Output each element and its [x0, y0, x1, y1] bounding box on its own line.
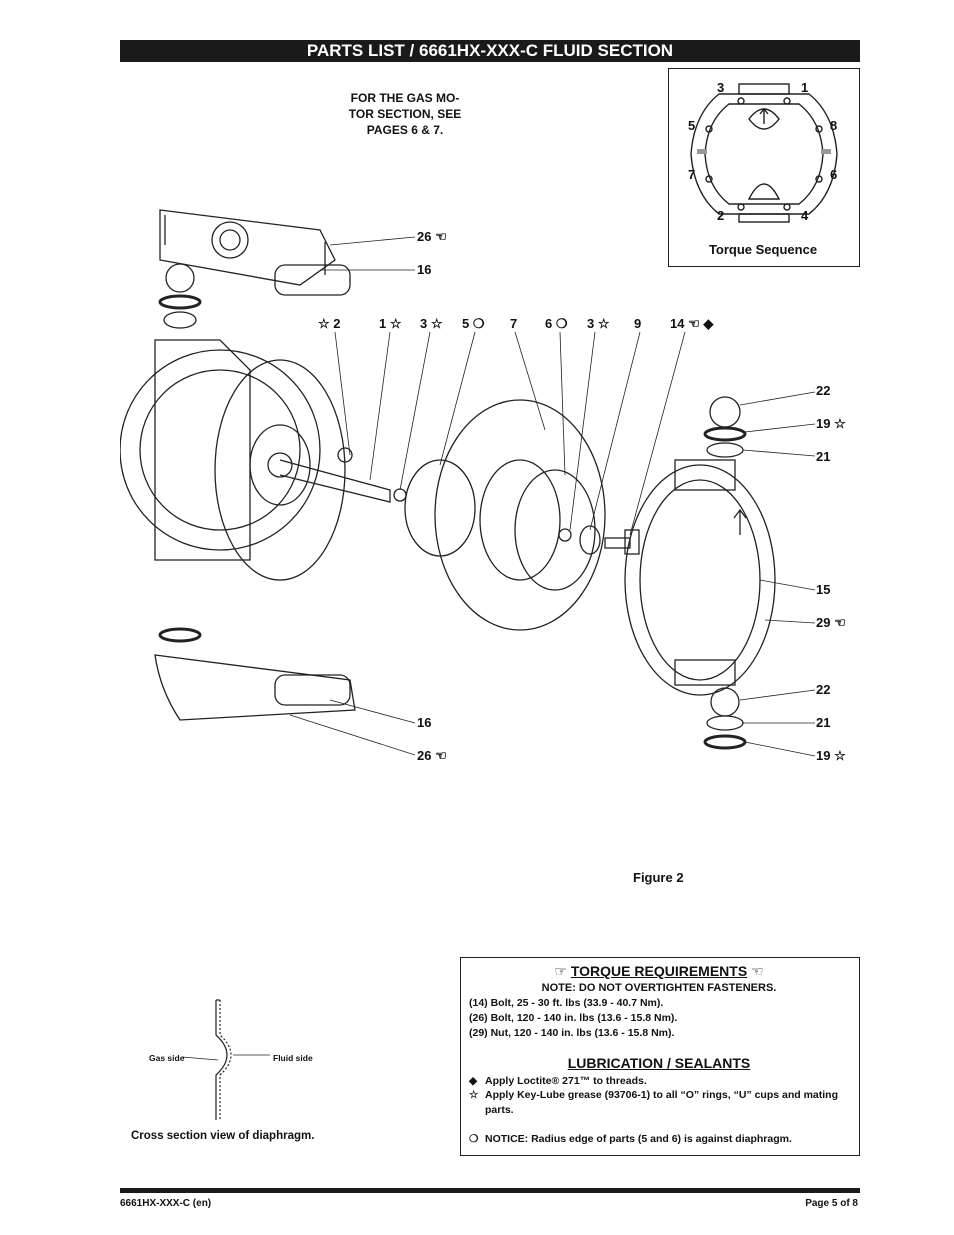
gas-side-label: Gas side	[149, 1053, 185, 1063]
callout-3a: 3 ☆	[420, 316, 443, 331]
callout-16-bottom: 16	[417, 715, 432, 730]
callout-2: ☆ 2	[318, 316, 341, 331]
callout-26-bottom: 26 ☜	[417, 748, 447, 763]
torque-sequence-diagram	[690, 83, 838, 223]
callout-21-bottom: 21	[816, 715, 831, 730]
lubrication-title: LUBRICATION / SEALANTS	[567, 1055, 751, 1071]
torque-seq-1: 1	[801, 80, 809, 95]
callout-22-bottom: 22	[816, 682, 831, 697]
torque-seq-7: 7	[688, 167, 696, 182]
lubrication-text: Apply Loctite® 271™ to threads.	[485, 1075, 647, 1087]
torque-requirements-heading: TORQUE REQUIREMENTS	[570, 963, 748, 979]
page-number: Page 5 of 8	[805, 1198, 858, 1209]
pointing-hand-right-icon: ☞	[554, 963, 567, 979]
callout-22-top: 22	[816, 383, 831, 398]
torque-seq-6: 6	[830, 167, 838, 182]
torque-sequence-box	[668, 68, 860, 267]
torque-line-29: (29) Nut, 120 - 140 in. lbs (13.6 - 15.8…	[469, 1027, 675, 1039]
callout-14: 14 ☜ ◆	[670, 316, 714, 331]
lubrication-item: ◆ Apply Loctite® 271™ to threads.	[469, 1074, 854, 1089]
lubrication-text: Apply Key-Lube grease (93706-1) to all “…	[485, 1089, 838, 1116]
torque-note: NOTE: DO NOT OVERTIGHTEN FASTENERS.	[541, 982, 777, 994]
callout-9: 9	[634, 316, 642, 331]
exploded-view-drawing	[120, 209, 816, 757]
gas-motor-note: FOR THE GAS MO- TOR SECTION, SEE PAGES 6…	[348, 91, 462, 137]
footer-divider	[120, 1188, 860, 1193]
cross-section-caption: Cross section view of diaphragm.	[131, 1130, 315, 1142]
fluid-side-label: Fluid side	[273, 1053, 313, 1063]
diamond-icon: ◆	[469, 1075, 478, 1087]
torque-sequence-label: Torque Sequence	[708, 242, 818, 257]
torque-requirements-title: ☞ TORQUE REQUIREMENTS ☜	[460, 963, 858, 980]
torque-seq-8: 8	[830, 118, 838, 133]
lubrication-item: ❍ NOTICE: Radius edge of parts (5 and 6) …	[469, 1132, 854, 1147]
callout-1: 1 ☆	[379, 316, 402, 331]
circle-icon: ❍	[469, 1133, 479, 1145]
callout-3b: 3 ☆	[587, 316, 610, 331]
pointing-hand-left-icon: ☜	[751, 963, 764, 979]
torque-seq-4: 4	[801, 208, 809, 223]
lubrication-text: NOTICE: Radius edge of parts (5 and 6) i…	[485, 1133, 792, 1145]
callout-19-bottom: 19 ☆	[816, 748, 846, 763]
lubrication-item: ☆ Apply Key-Lube grease (93706-1) to all …	[469, 1088, 854, 1118]
callout-15: 15	[816, 582, 831, 597]
callout-21-top: 21	[816, 449, 831, 464]
callout-7: 7	[510, 316, 518, 331]
torque-seq-5: 5	[688, 118, 696, 133]
requirements-box	[460, 957, 860, 1156]
torque-seq-2: 2	[717, 208, 725, 223]
star-icon: ☆	[469, 1089, 479, 1101]
page-title: PARTS LIST / 6661HX-XXX-C FLUID SECTION	[120, 40, 860, 62]
document-id: 6661HX-XXX-C (en)	[120, 1198, 212, 1209]
callout-5: 5 ❍	[462, 316, 485, 331]
torque-line-14: (14) Bolt, 25 - 30 ft. lbs (33.9 - 40.7 …	[469, 997, 664, 1009]
diaphragm-cross-section	[181, 999, 270, 1120]
callout-19-top: 19 ☆	[816, 416, 846, 431]
callout-26-top: 26 ☜	[417, 229, 447, 244]
callout-6: 6 ❍	[545, 316, 568, 331]
callout-16-top: 16	[417, 262, 432, 277]
torque-seq-3: 3	[717, 80, 725, 95]
figure-label: Figure 2	[633, 870, 684, 885]
torque-line-26: (26) Bolt, 120 - 140 in. lbs (13.6 - 15.…	[469, 1012, 678, 1024]
callout-29: 29 ☜	[816, 615, 846, 630]
